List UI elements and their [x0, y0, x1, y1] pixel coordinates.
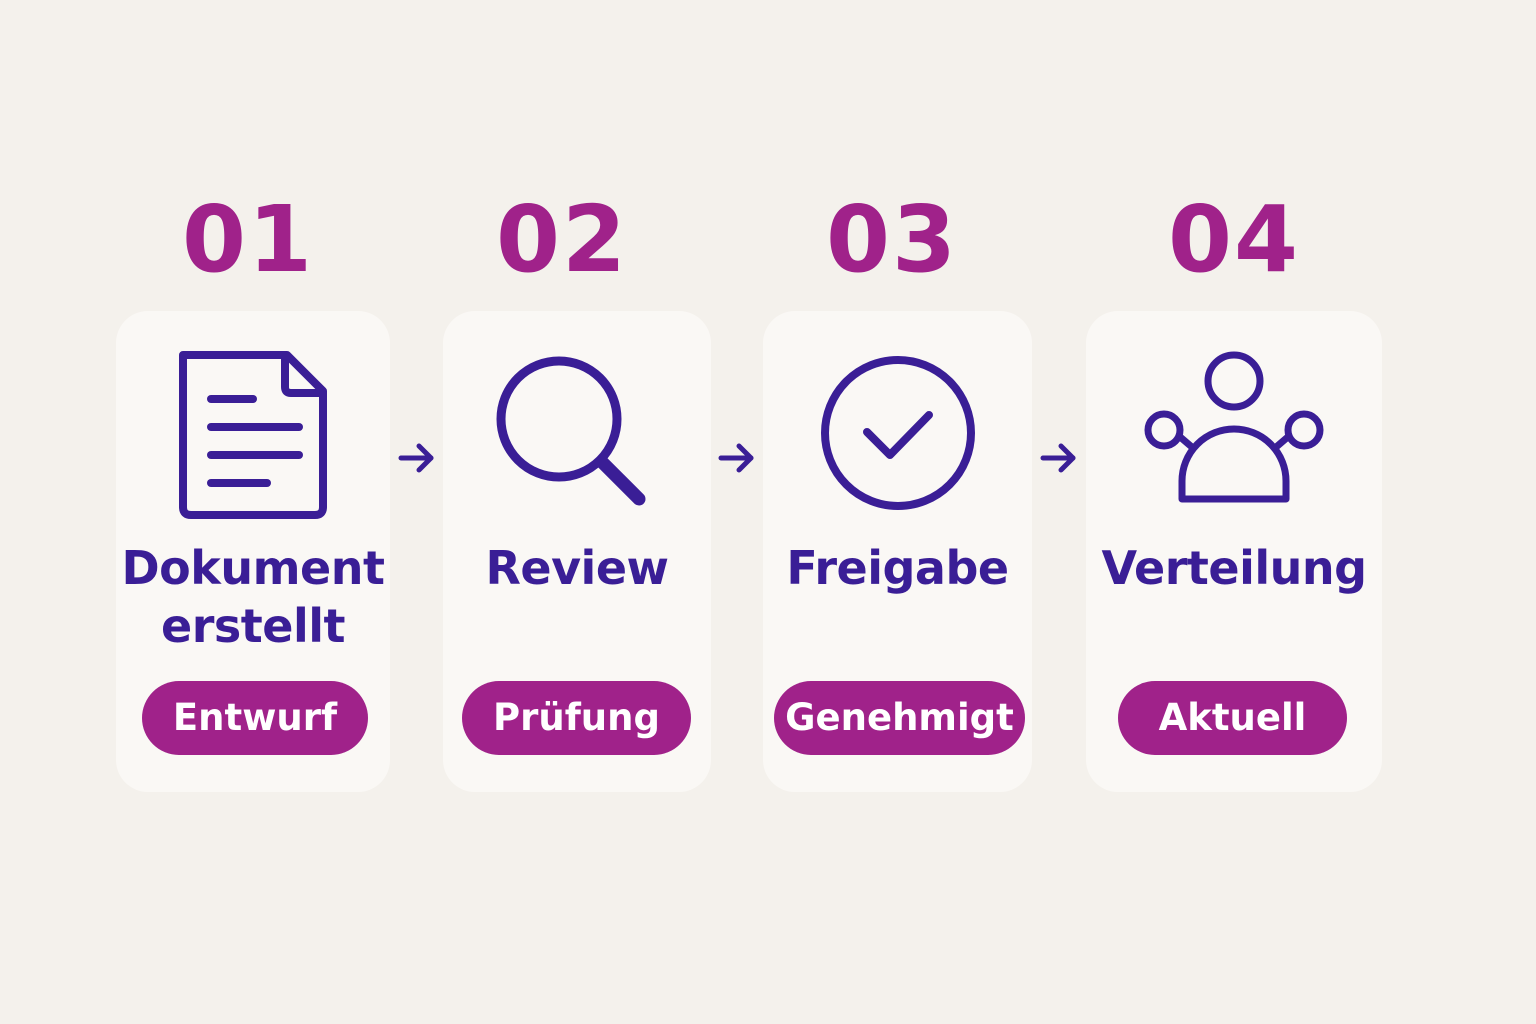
step-number-2: 02 [495, 186, 629, 293]
step-card-3: Freigabe Genehmigt [763, 311, 1032, 792]
step-title-3-line-1: Freigabe [786, 541, 1009, 595]
step-title-3: Freigabe [763, 539, 1032, 597]
step-title-1-line-1: Dokument [121, 541, 386, 595]
arrow-right-icon [397, 438, 437, 478]
step-title-4-line-1: Verteilung [1101, 541, 1367, 595]
arrow-right-icon [1039, 438, 1079, 478]
step-card-4: Verteilung Aktuell [1086, 311, 1382, 792]
step-title-4: Verteilung [1086, 539, 1382, 597]
check-circle-icon [808, 347, 988, 527]
step-title-2: Review [443, 539, 711, 597]
step-title-2-line-1: Review [485, 541, 669, 595]
arrow-right-icon [717, 438, 757, 478]
status-badge-3: Genehmigt [774, 681, 1025, 755]
status-badge-1: Entwurf [142, 681, 368, 755]
step-number-4: 04 [1167, 186, 1301, 293]
magnifier-icon [487, 347, 667, 527]
status-badge-4: Aktuell [1118, 681, 1347, 755]
step-card-2: Review Prüfung [443, 311, 711, 792]
document-icon [163, 347, 343, 527]
step-title-1: Dokument erstellt [116, 539, 390, 655]
step-number-3: 03 [825, 186, 959, 293]
step-number-1: 01 [181, 186, 315, 293]
status-badge-2: Prüfung [462, 681, 691, 755]
step-title-1-line-2: erstellt [161, 599, 345, 653]
step-card-1: Dokument erstellt Entwurf [116, 311, 390, 792]
distribution-icon [1144, 347, 1324, 527]
